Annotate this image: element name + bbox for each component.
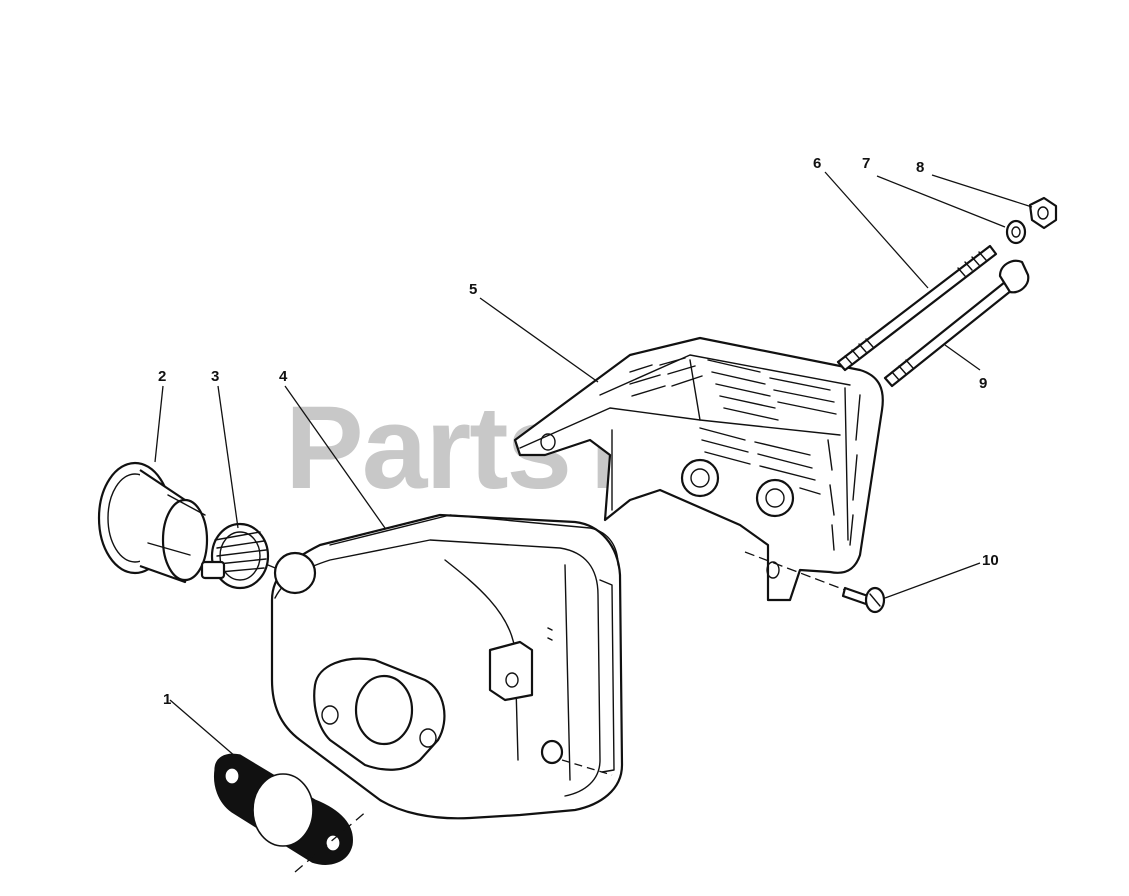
- callout-4: 4: [279, 368, 288, 385]
- callout-5: 5: [469, 281, 477, 298]
- leader-1: [169, 699, 237, 758]
- alignment-line-screw: [744, 551, 846, 591]
- screw-part: [841, 586, 886, 614]
- callout-8: 8: [916, 159, 924, 176]
- leader-8: [931, 174, 1033, 208]
- leader-5: [479, 297, 599, 383]
- callout-6: 6: [813, 155, 821, 172]
- leader-10: [884, 562, 981, 599]
- callout-7: 7: [862, 155, 870, 172]
- hose-clamp-part: [200, 522, 286, 590]
- stud-part: [836, 244, 998, 372]
- callout-2: 2: [158, 368, 166, 385]
- washer-part: [1005, 219, 1027, 245]
- nut-part: [1028, 196, 1058, 230]
- deflector-part: [97, 461, 209, 584]
- callout-9: 9: [979, 375, 987, 392]
- leader-9: [944, 344, 981, 371]
- alignment-line-muffler: [561, 759, 613, 776]
- leader-3: [217, 385, 239, 529]
- callout-3: 3: [211, 368, 219, 385]
- bolt-part: [883, 259, 1030, 388]
- leader-lines: [154, 171, 1033, 873]
- leader-2: [154, 385, 164, 463]
- muffler-part: [270, 513, 624, 820]
- leader-4: [284, 385, 386, 529]
- callout-10: 10: [982, 552, 999, 569]
- leader-7: [876, 175, 1006, 228]
- leader-6: [824, 171, 929, 289]
- heat-shield-part: [513, 336, 884, 602]
- callout-1: 1: [163, 691, 171, 708]
- callouts: 2 3 4 5 6 7 8 9 10 1: [158, 155, 999, 708]
- gasket-part: [213, 753, 353, 865]
